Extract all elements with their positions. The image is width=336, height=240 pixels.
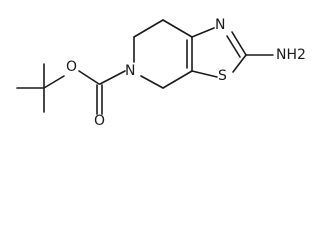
bond-thiazole-n-double-c2-a	[231, 31, 247, 56]
bond-ch2-to-ring-n	[140, 75, 164, 89]
atom-ring-nitrogen: N	[125, 63, 135, 79]
bond-fusion-top-to-thiazole-n	[191, 27, 215, 38]
bond-tbu-to-ester-oxygen	[43, 75, 65, 89]
bond-fusion-bottom-to-ch2	[162, 70, 193, 89]
chemical-structure: O O N N S NH2	[16, 17, 306, 129]
bond-ester-oxygen-to-carbonyl	[78, 70, 100, 85]
bond-carbonyl-to-ring-nitrogen	[99, 70, 126, 85]
atom-amine: NH2	[276, 47, 306, 63]
bond-ring-ch2-to-fusion-top	[162, 19, 193, 38]
atom-carbonyl-oxygen: O	[94, 113, 105, 129]
bond-thiazole-n-double-c2-b	[226, 35, 241, 58]
atom-thiazole-nitrogen: N	[215, 17, 225, 33]
bond-sulfur-to-fusion-bottom	[191, 70, 218, 78]
bond-ring-ch2-to-ch2	[133, 19, 164, 38]
atom-ester-oxygen: O	[66, 59, 77, 75]
bond-c2-to-sulfur	[232, 54, 247, 73]
atom-thiazole-sulfur: S	[218, 68, 227, 84]
